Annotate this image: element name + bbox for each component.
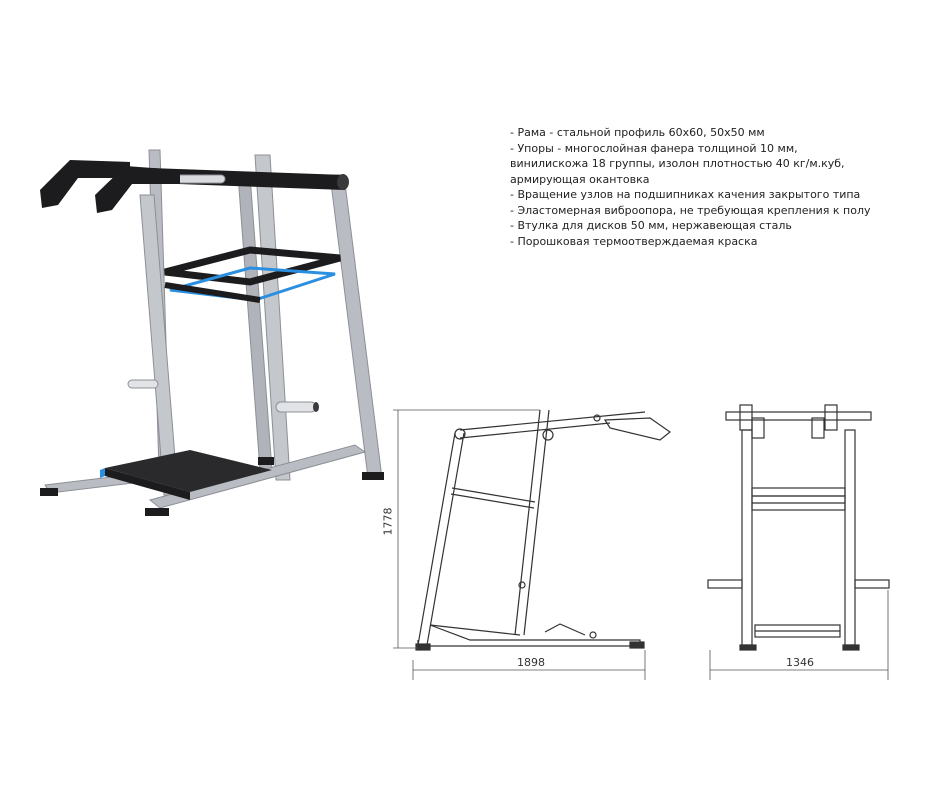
- foot-platform: [105, 450, 272, 492]
- base-front-bar: [148, 444, 367, 509]
- spec-line: винилискожа 18 группы, изолон плотностью…: [510, 157, 845, 170]
- rear-right-upright: [329, 174, 383, 479]
- foot-rear-right: [362, 472, 384, 480]
- left-weight-horn: [127, 379, 159, 389]
- right-weight-horn: [275, 401, 317, 413]
- foot-platform-side: [105, 468, 190, 500]
- spec-line: армирующая окантовка: [510, 172, 650, 186]
- roller-bar: [174, 174, 226, 184]
- side-view-drawing: [415, 409, 672, 651]
- spec-line: - Вращение узлов на подшипниках качения …: [510, 188, 861, 201]
- foot-front-left: [40, 488, 58, 496]
- foot-front-right: [145, 508, 169, 516]
- front-view-drawing: [707, 404, 890, 651]
- middle-crossbar: [164, 282, 261, 303]
- top-crossbar-cap: [337, 174, 349, 190]
- spec-line: - Порошковая термоотверждаемая краска: [510, 234, 758, 248]
- spec-line: - Упоры - многослойная фанера толщиной 1…: [510, 141, 798, 155]
- right-shoulder-pad: [95, 166, 180, 213]
- machine-render: [40, 149, 384, 516]
- foot-platform-side-accent: [100, 468, 105, 478]
- foot-rear-left: [258, 457, 274, 465]
- dimension-lines-front: [709, 590, 889, 680]
- top-crossbar: [150, 168, 345, 190]
- height-dimension-label: 1778: [381, 507, 395, 536]
- spec-line: - Рама - стальной профиль 60х60, 50х50 м…: [510, 126, 765, 139]
- spec-line: - Втулка для дисков 50 мм, нержавеющая с…: [510, 219, 792, 232]
- front-right-upright: [254, 154, 291, 481]
- middle-frame-top: [164, 246, 341, 286]
- spec-line: - Эластомерная виброопора, не требующая …: [510, 203, 871, 217]
- width-dimension-label: 1346: [786, 656, 814, 669]
- dimension-lines-side: [393, 409, 646, 680]
- right-weight-horn-end: [313, 402, 319, 412]
- left-shoulder-pad: [40, 160, 130, 208]
- specifications-list: - Рама - стальной профиль 60х60, 50х50 м…: [510, 125, 920, 249]
- length-dimension-label: 1898: [517, 656, 545, 669]
